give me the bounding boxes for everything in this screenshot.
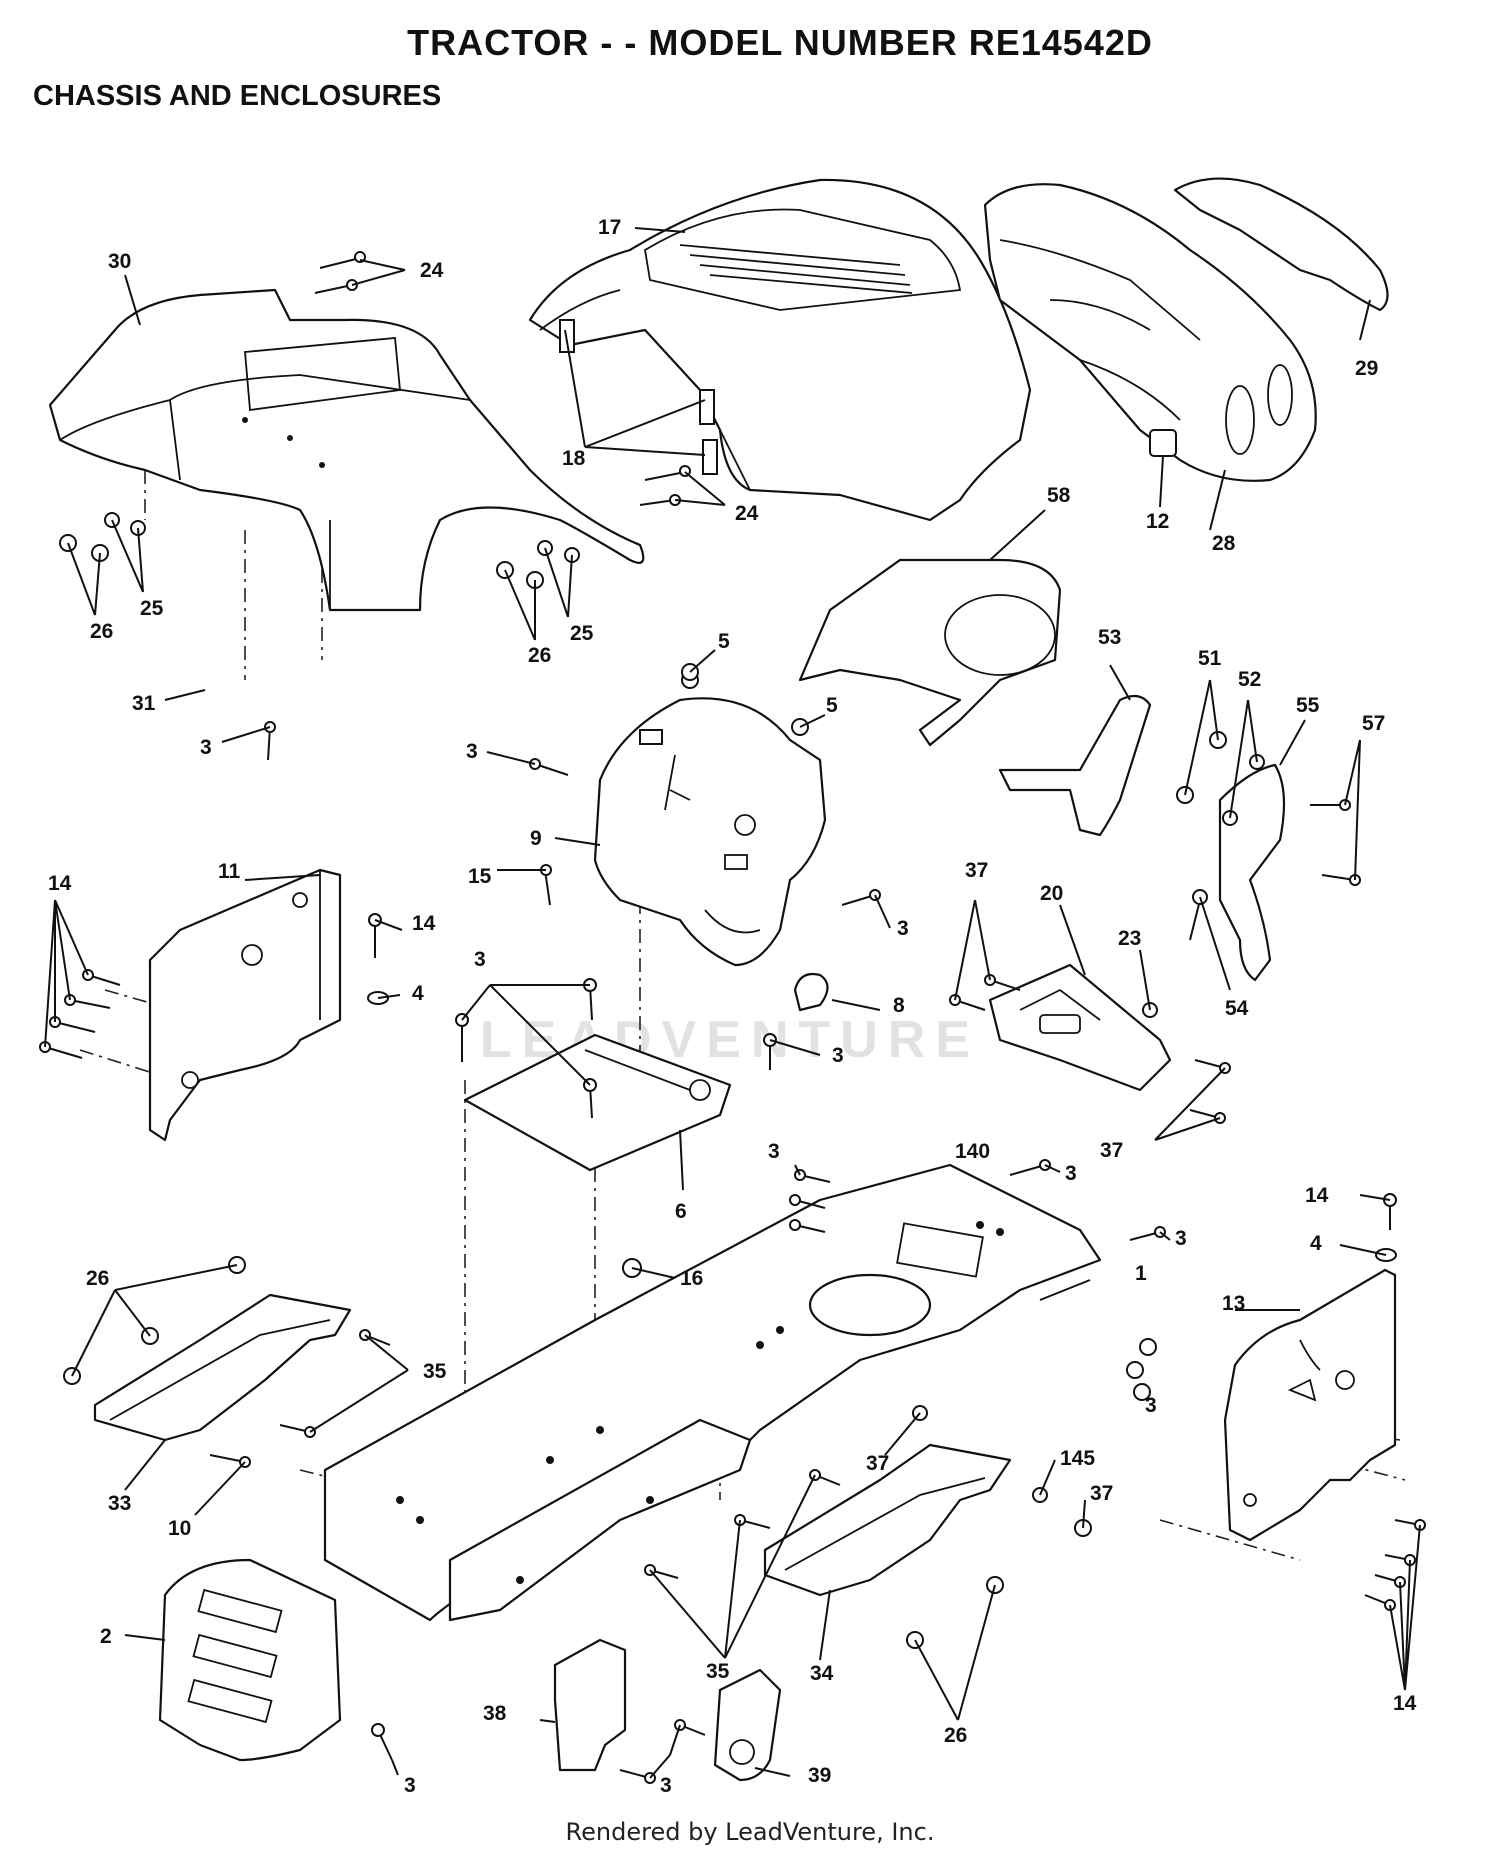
- side-panel-part-11: [148, 868, 342, 1142]
- callout-13: 13: [1222, 1292, 1245, 1315]
- bracket-part-2: [158, 1558, 342, 1762]
- callout-37-right: 37: [1100, 1139, 1123, 1162]
- callout-14-bottom: 14: [1393, 1692, 1417, 1715]
- callout-51: 51: [1198, 647, 1222, 670]
- callout-3-plate: 3: [474, 948, 486, 971]
- bracket-part-38: [553, 1638, 627, 1772]
- callout-29: 29: [1355, 357, 1378, 380]
- callout-3-fender: 3: [200, 736, 212, 759]
- callout-23: 23: [1118, 927, 1141, 950]
- callout-labels: 17 30 24 29 18 12 28 58 24 25 26 25 26 5…: [48, 216, 1417, 1797]
- callout-31: 31: [132, 692, 156, 715]
- clamp-part-8: [793, 972, 829, 1012]
- callout-leaders: [44, 227, 1421, 1779]
- callout-37-lower-right: 37: [1090, 1482, 1113, 1505]
- mounting-plate-part-20: [988, 963, 1172, 1092]
- callout-24-top: 24: [420, 259, 444, 282]
- callout-8: 8: [893, 994, 905, 1017]
- callout-26-left: 26: [90, 620, 113, 643]
- callout-33: 33: [108, 1492, 131, 1515]
- callout-52: 52: [1238, 668, 1261, 691]
- hardware-fasteners: [39, 251, 1426, 1784]
- section-title: CHASSIS AND ENCLOSURES: [33, 80, 442, 112]
- callout-6: 6: [675, 1200, 687, 1223]
- callout-140: 140: [955, 1140, 990, 1163]
- callout-17: 17: [598, 216, 621, 239]
- callout-4-left: 4: [412, 982, 424, 1005]
- callout-35-left: 35: [423, 1360, 447, 1383]
- callout-3-plate-right: 3: [832, 1044, 844, 1067]
- callout-3-bottom-mid: 3: [660, 1774, 672, 1797]
- callout-39: 39: [808, 1764, 831, 1787]
- callout-26-bottom: 26: [944, 1724, 967, 1747]
- callout-16: 16: [680, 1267, 703, 1290]
- callout-35-bottom: 35: [706, 1660, 730, 1683]
- callout-2: 2: [100, 1625, 112, 1648]
- callout-28: 28: [1212, 532, 1236, 555]
- callout-26-mid: 26: [528, 644, 551, 667]
- callout-14-left: 14: [48, 872, 72, 895]
- callout-25-mid: 25: [570, 622, 594, 645]
- callout-1: 1: [1135, 1262, 1147, 1285]
- side-panel-part-13: [1223, 1268, 1397, 1542]
- callout-53: 53: [1098, 626, 1121, 649]
- callout-3-dash: 3: [466, 740, 478, 763]
- callout-9: 9: [530, 827, 542, 850]
- bracket-part-53: [998, 694, 1152, 837]
- callout-54: 54: [1225, 997, 1249, 1020]
- lens-part-29: [1173, 177, 1389, 312]
- callout-55: 55: [1296, 694, 1320, 717]
- callout-37-top: 37: [965, 859, 988, 882]
- callout-14-mid: 14: [412, 912, 436, 935]
- callout-26-step: 26: [86, 1267, 109, 1290]
- clip-part-12: [1149, 429, 1177, 457]
- callout-24-mid: 24: [735, 502, 759, 525]
- callout-37-lower: 37: [866, 1452, 889, 1475]
- footer-credit: Rendered by LeadVenture, Inc.: [565, 1818, 935, 1846]
- callout-145: 145: [1060, 1447, 1095, 1470]
- hood-part-17: [528, 178, 1032, 522]
- bracket-part-55: [1218, 763, 1286, 982]
- callout-14-right: 14: [1305, 1184, 1329, 1207]
- callout-3-bottom-left: 3: [404, 1774, 416, 1797]
- callout-3-bracket: 3: [1145, 1394, 1157, 1417]
- step-plate-part-33: [93, 1293, 352, 1442]
- page-title: TRACTOR - - MODEL NUMBER RE14542D: [407, 22, 1153, 63]
- callout-12: 12: [1146, 510, 1169, 533]
- callout-38: 38: [483, 1702, 507, 1725]
- callout-5-mid: 5: [826, 694, 838, 717]
- callout-3-frame-left: 3: [768, 1140, 780, 1163]
- main-frame-part-1: [323, 1163, 1102, 1622]
- callout-25-left: 25: [140, 597, 164, 620]
- callout-4-right: 4: [1310, 1232, 1322, 1255]
- callout-30: 30: [108, 250, 131, 273]
- callout-3-frame-right: 3: [1175, 1227, 1187, 1250]
- callout-58: 58: [1047, 484, 1071, 507]
- callout-15: 15: [468, 865, 492, 888]
- callout-18: 18: [562, 447, 586, 470]
- dash-panel-part-9: [593, 671, 827, 967]
- rear-fender-part-30: [48, 288, 645, 612]
- callout-57: 57: [1362, 712, 1385, 735]
- callout-34: 34: [810, 1662, 834, 1685]
- callout-20: 20: [1040, 882, 1063, 905]
- callout-5-top: 5: [718, 630, 730, 653]
- callout-3-dash-right: 3: [897, 917, 909, 940]
- bracket-part-39: [713, 1668, 782, 1782]
- callout-3-frame-top: 3: [1065, 1162, 1077, 1185]
- callout-10: 10: [168, 1517, 191, 1540]
- plate-part-6: [463, 1033, 732, 1172]
- duct-part-58: [798, 558, 1062, 747]
- grille-part-28: [983, 183, 1317, 482]
- step-plate-part-34: [763, 1443, 1012, 1597]
- callout-11: 11: [218, 860, 241, 883]
